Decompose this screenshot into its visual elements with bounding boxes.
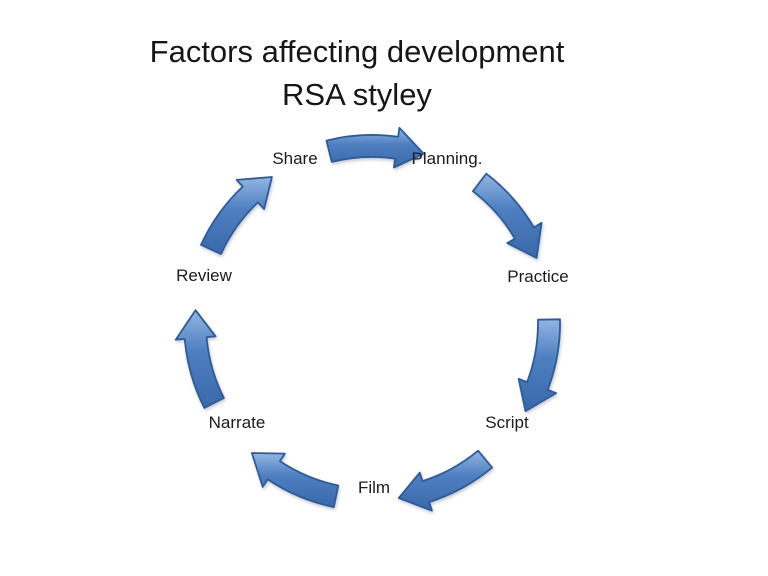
cycle-arrow-film-to-narrate bbox=[251, 452, 340, 508]
cycle-label-practice: Practice bbox=[507, 267, 569, 286]
cycle-arrow-review-to-share bbox=[200, 176, 273, 255]
cycle-label-film: Film bbox=[357, 478, 391, 497]
slide-title: Factors affecting development RSA styley bbox=[149, 34, 565, 112]
cycle-arrow-practice-to-script bbox=[517, 318, 561, 412]
cycle-arrows-group bbox=[174, 127, 561, 512]
cycle-label-review: Review bbox=[176, 266, 232, 285]
cycle-label-planning: Planning. bbox=[411, 149, 483, 168]
cycle-arrow-planning-to-practice bbox=[472, 172, 543, 259]
cycle-label-share: Share bbox=[272, 149, 318, 168]
cycle-arrow-script-to-film bbox=[397, 449, 493, 512]
cycle-label-script: Script bbox=[485, 413, 529, 432]
cycle-label-narrate: Narrate bbox=[208, 413, 266, 432]
cycle-arrow-share-to-planning bbox=[325, 127, 425, 169]
cycle-arrow-narrate-to-review bbox=[174, 309, 225, 409]
